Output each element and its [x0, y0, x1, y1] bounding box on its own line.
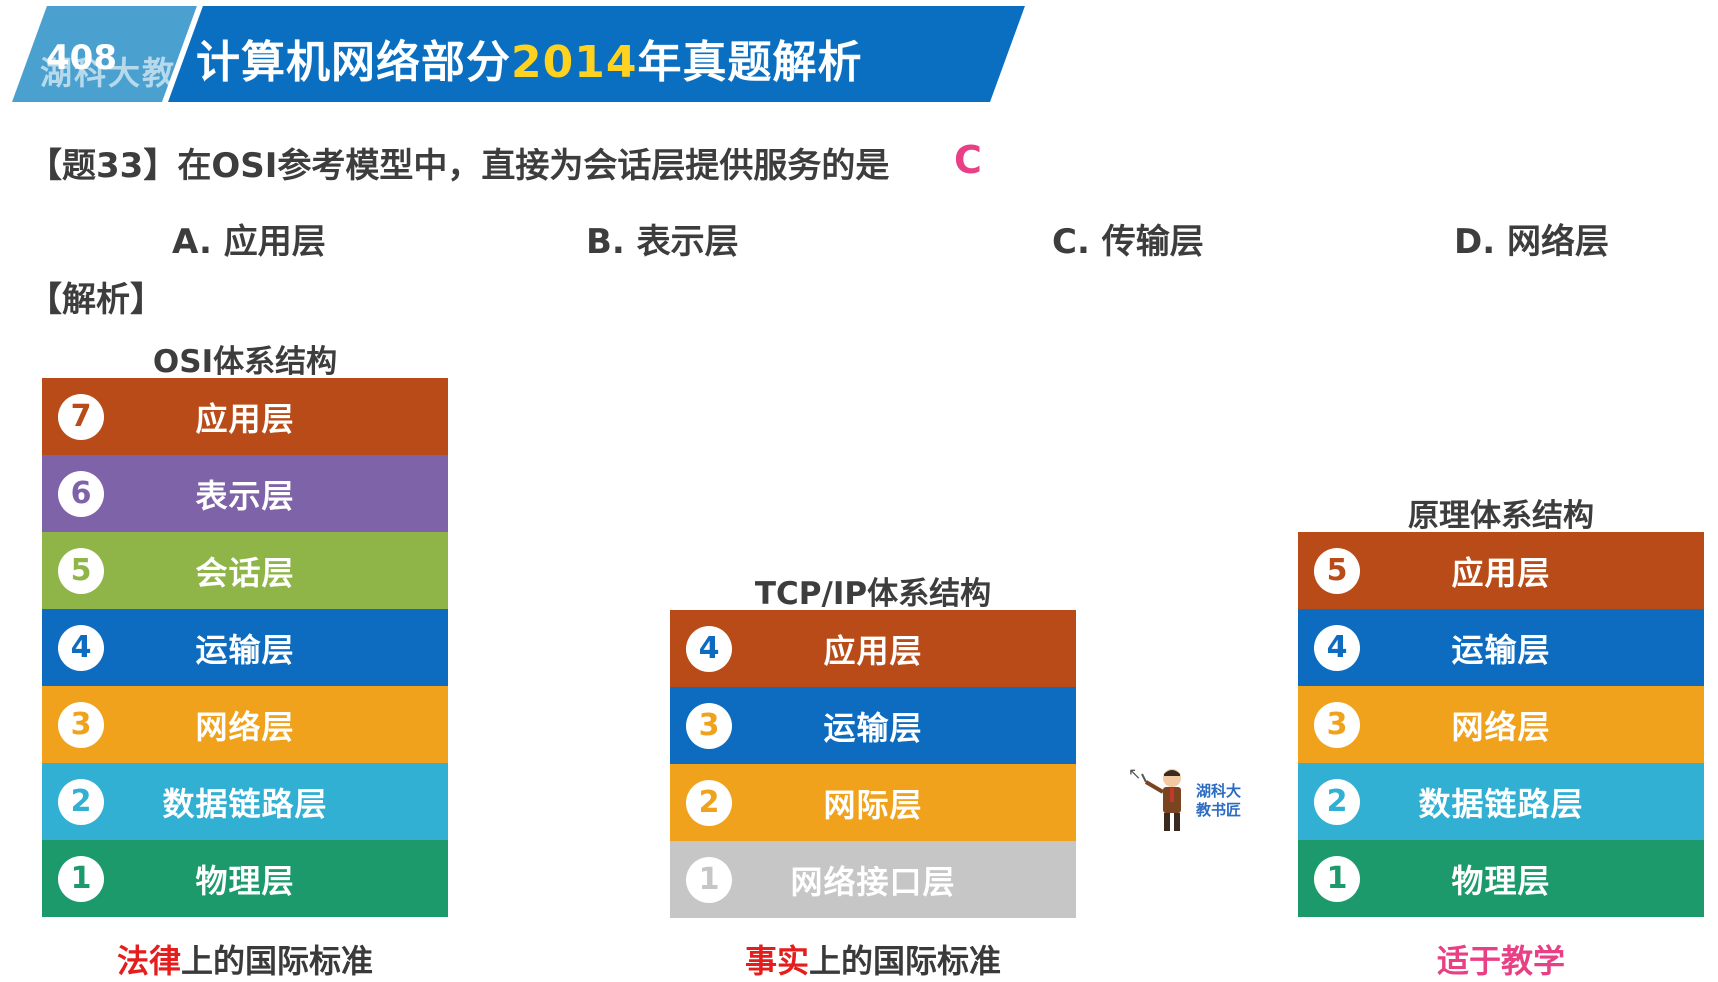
layer-name: 应用层 — [823, 631, 923, 670]
tcpip-layer-1: 1 网络接口层 — [670, 841, 1076, 918]
osi-layer-2: 2 数据链路层 — [42, 763, 448, 840]
osi-title: OSI体系结构 — [152, 344, 338, 380]
analysis-label: 【解析】 — [28, 280, 164, 320]
tcpip-caption: 事实上的国际标准 — [670, 936, 1076, 982]
layer-name: 运输层 — [823, 708, 923, 747]
layer-name: 运输层 — [1451, 630, 1551, 669]
layer-name: 数据链路层 — [1418, 784, 1584, 823]
title-prefix: 计算机网络部分 — [196, 37, 511, 88]
principle-stack: 5 应用层 4 运输层 3 网络层 2 数据链路层 1 物理层 — [1298, 532, 1704, 917]
title-year: 2014 — [511, 37, 638, 88]
layer-number-badge: 7 — [58, 393, 104, 440]
principle-caption: 适于教学 — [1436, 942, 1565, 980]
principle-layer-2: 2 数据链路层 — [1298, 763, 1704, 840]
layer-name: 表示层 — [195, 476, 295, 515]
page-title: 计算机网络部分2014年真题解析 — [196, 26, 862, 90]
osi-layer-6: 6 表示层 — [42, 455, 448, 532]
layer-name: 应用层 — [195, 399, 295, 438]
option-c: C. 传输层 — [1052, 222, 1204, 262]
mouse-cursor-icon: ↖ — [1128, 764, 1142, 783]
osi-stack: 7 应用层 6 表示层 5 会话层 4 运输层 3 网络层 2 数据链路层 1 … — [42, 378, 448, 917]
layer-name: 物理层 — [195, 861, 295, 900]
principle-layer-4: 4 运输层 — [1298, 609, 1704, 686]
answer-mark: C — [954, 138, 982, 182]
teacher-label-line1: 湖科大 — [1196, 782, 1242, 800]
title-suffix: 年真题解析 — [637, 37, 863, 88]
banner-tag: 408 — [46, 38, 117, 78]
layer-name: 运输层 — [195, 630, 295, 669]
layer-number-badge: 3 — [686, 702, 732, 749]
tcpip-caption-highlight: 事实 — [744, 942, 809, 980]
tcpip-title: TCP/IP体系结构 — [754, 576, 992, 612]
layer-name: 网络层 — [195, 707, 295, 746]
layer-name: 应用层 — [1451, 553, 1551, 592]
osi-layer-5: 5 会话层 — [42, 532, 448, 609]
option-d: D. 网络层 — [1454, 222, 1609, 262]
layer-number-badge: 3 — [58, 701, 104, 748]
layer-name: 网络接口层 — [790, 862, 956, 901]
layer-number-badge: 4 — [1314, 624, 1360, 671]
principle-title: 原理体系结构 — [1408, 498, 1594, 534]
option-b: B. 表示层 — [586, 222, 739, 262]
layer-number-badge: 3 — [1314, 701, 1360, 748]
teacher-label-line2: 教书匠 — [1196, 801, 1242, 819]
layer-number-badge: 2 — [686, 779, 732, 826]
tcpip-stack: 4 应用层 3 运输层 2 网际层 1 网络接口层 — [670, 610, 1076, 918]
tcpip-layer-3: 3 运输层 — [670, 687, 1076, 764]
layer-number-badge: 2 — [58, 778, 104, 825]
layer-name: 会话层 — [195, 553, 295, 592]
osi-caption-rest: 上的国际标准 — [181, 942, 374, 980]
teacher-label: 湖科大 教书匠 — [1196, 782, 1256, 820]
layer-number-badge: 5 — [1314, 547, 1360, 594]
principle-layer-5: 5 应用层 — [1298, 532, 1704, 609]
layer-number-badge: 1 — [58, 855, 104, 902]
principle-layer-1: 1 物理层 — [1298, 840, 1704, 917]
layer-number-badge: 5 — [58, 547, 104, 594]
osi-layer-3: 3 网络层 — [42, 686, 448, 763]
layer-name: 网络层 — [1451, 707, 1551, 746]
layer-number-badge: 1 — [686, 856, 732, 903]
principle-layer-3: 3 网络层 — [1298, 686, 1704, 763]
layer-name: 网际层 — [823, 785, 923, 824]
option-a: A. 应用层 — [172, 222, 326, 262]
layer-number-badge: 4 — [58, 624, 104, 671]
tcpip-layer-4: 4 应用层 — [670, 610, 1076, 687]
tcpip-caption-rest: 上的国际标准 — [809, 942, 1002, 980]
tcpip-layer-2: 2 网际层 — [670, 764, 1076, 841]
layer-name: 物理层 — [1451, 861, 1551, 900]
layer-name: 数据链路层 — [162, 784, 328, 823]
osi-layer-7: 7 应用层 — [42, 378, 448, 455]
osi-layer-4: 4 运输层 — [42, 609, 448, 686]
layer-number-badge: 4 — [686, 625, 732, 672]
teacher-figure-icon — [1141, 769, 1181, 831]
layer-number-badge: 1 — [1314, 855, 1360, 902]
layer-number-badge: 2 — [1314, 778, 1360, 825]
layer-number-badge: 6 — [58, 470, 104, 517]
osi-caption: 法律上的国际标准 — [42, 936, 448, 982]
osi-caption-highlight: 法律 — [116, 942, 181, 980]
osi-layer-1: 1 物理层 — [42, 840, 448, 917]
question-text: 【题33】在OSI参考模型中，直接为会话层提供服务的是 — [28, 146, 890, 186]
